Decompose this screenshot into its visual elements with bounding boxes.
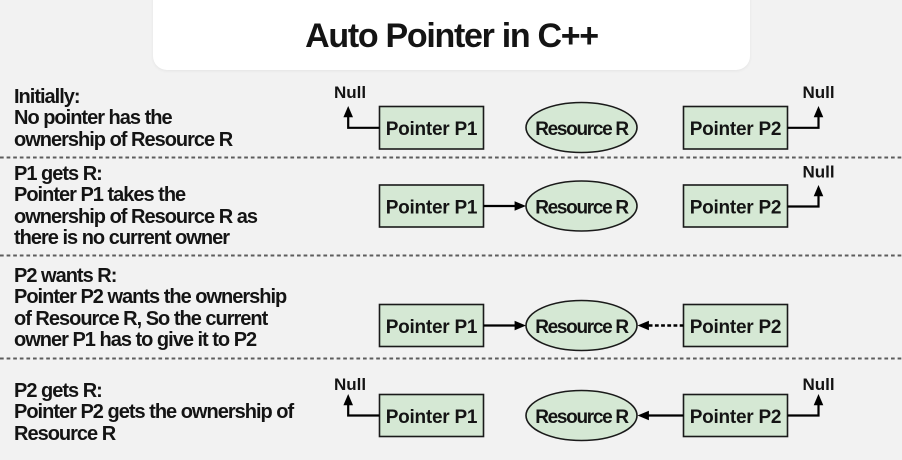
svg-text:Resource R: Resource R	[535, 197, 629, 218]
svg-text:Resource R: Resource R	[535, 119, 629, 140]
svg-text:Null: Null	[334, 83, 366, 102]
svg-text:Pointer P2: Pointer P2	[690, 317, 781, 338]
svg-text:Pointer P2: Pointer P2	[690, 197, 781, 218]
svg-text:Pointer P2: Pointer P2	[690, 119, 781, 140]
svg-text:Null: Null	[802, 163, 834, 182]
svg-text:Null: Null	[334, 375, 366, 394]
svg-text:Pointer P2: Pointer P2	[690, 407, 781, 428]
svg-text:Null: Null	[802, 375, 834, 394]
svg-text:Pointer P1: Pointer P1	[386, 119, 478, 140]
svg-text:Resource R: Resource R	[535, 317, 629, 338]
svg-text:Resource R: Resource R	[535, 407, 629, 428]
svg-text:Pointer P1: Pointer P1	[386, 407, 478, 428]
svg-text:Pointer P1: Pointer P1	[386, 317, 478, 338]
svg-text:Null: Null	[802, 83, 834, 102]
svg-text:Pointer P1: Pointer P1	[386, 197, 478, 218]
